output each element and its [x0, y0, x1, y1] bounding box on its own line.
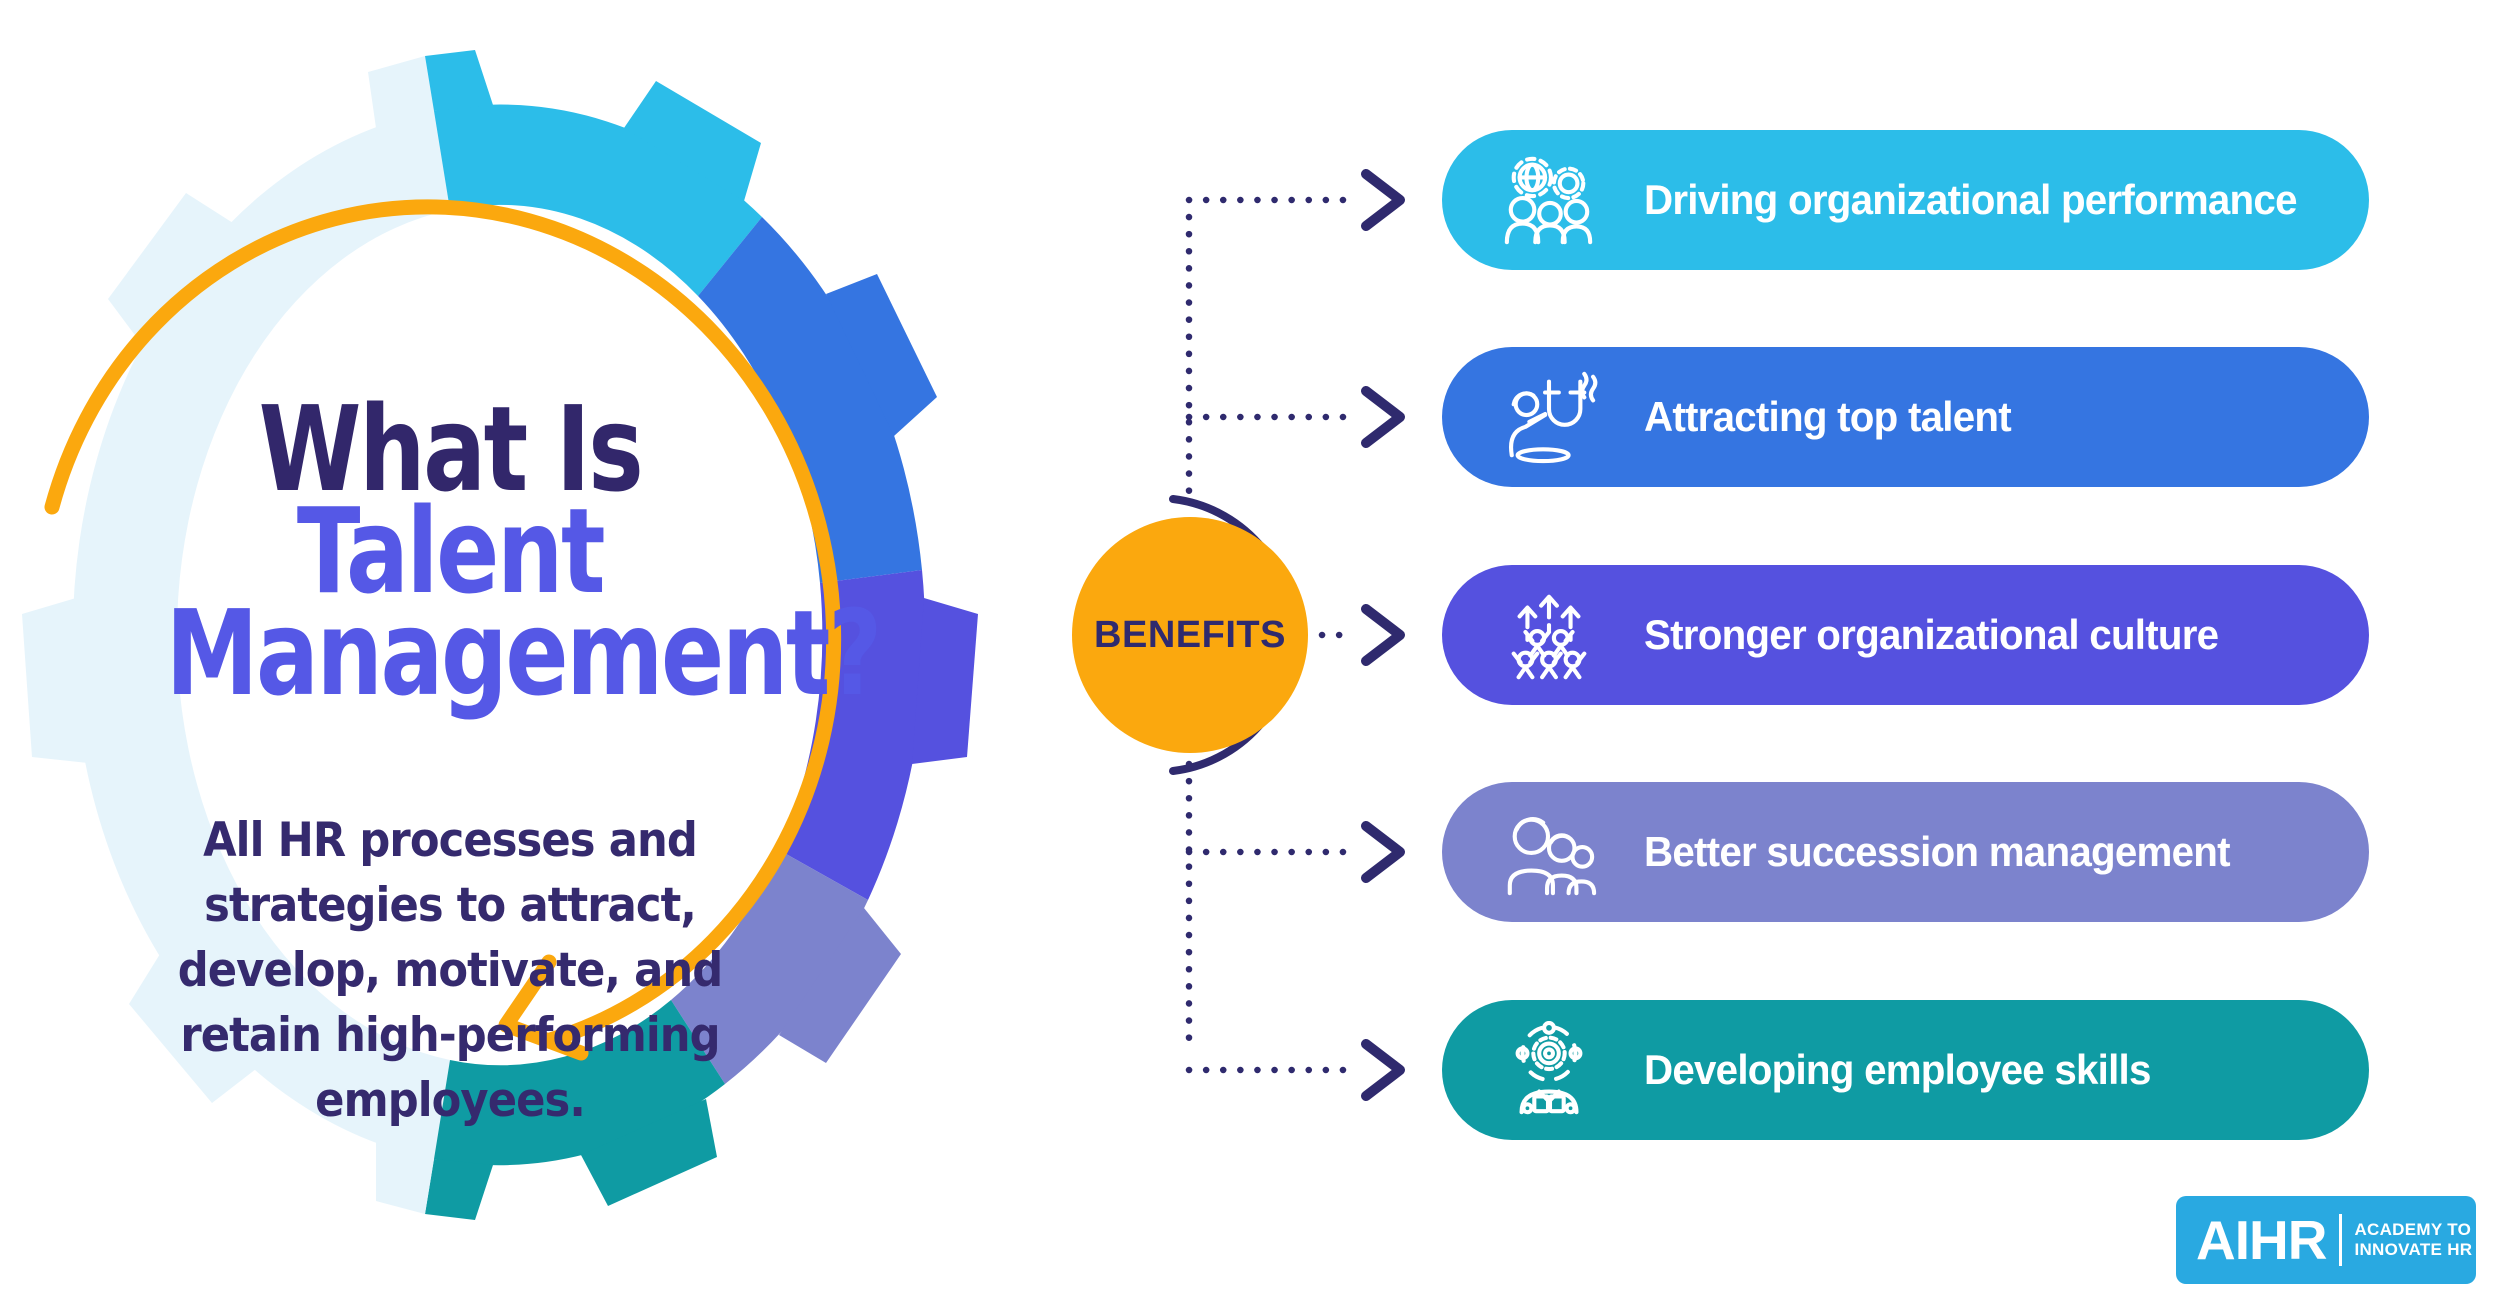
page-title-highlight-2: Management?	[165, 584, 883, 722]
benefits-hub-circle	[1072, 517, 1308, 753]
magnet-icon	[1500, 368, 1598, 466]
benefit-pill-performance: Driving organizational performance	[1442, 130, 2369, 270]
benefit-pill-attracting: Attracting top talent	[1442, 347, 2369, 487]
benefit-label: Attracting top talent	[1644, 393, 2012, 440]
page-title-highlight-1: Talent	[296, 482, 606, 620]
benefit-pill-skills: Developing employee skills	[1442, 1000, 2369, 1140]
title-block: What Is Talent Management? All HR proces…	[90, 380, 883, 1133]
benefit-label: Stronger organizational culture	[1644, 611, 2219, 658]
succession-people-icon	[1500, 803, 1598, 901]
page-title: What Is	[258, 380, 644, 518]
connector-arrow-icons	[1361, 169, 1405, 1101]
description-line: develop, motivate, and	[177, 943, 723, 998]
benefit-label: Driving organizational performance	[1644, 176, 2298, 223]
dotted-connectors	[1185, 196, 1360, 1074]
benefit-label: Better succession management	[1644, 828, 2231, 875]
benefits-hub-label: BENEFITS	[1094, 614, 1286, 656]
gear-person-icon	[1500, 1021, 1598, 1119]
description-line: All HR processes and	[203, 813, 698, 868]
aihr-logo: AIHR ACADEMY TO INNOVATE HR	[2176, 1196, 2476, 1284]
logo-brand-text: AIHR	[2196, 1209, 2327, 1271]
description-line: strategies to attract,	[204, 878, 697, 933]
benefit-label: Developing employee skills	[1644, 1046, 2151, 1093]
gear-ring	[22, 50, 978, 1220]
logo-tagline: ACADEMY TO INNOVATE HR	[2354, 1220, 2473, 1259]
benefit-pill-succession: Better succession management	[1442, 782, 2369, 922]
team-gears-icon	[1500, 151, 1598, 249]
people-growth-icon	[1500, 586, 1598, 684]
description-line: retain high-performing	[180, 1008, 720, 1063]
logo-divider	[2339, 1214, 2343, 1266]
title-description: All HR processes and strategies to attra…	[119, 808, 781, 1133]
description-line: employees.	[315, 1073, 586, 1128]
benefit-pill-culture: Stronger organizational culture	[1442, 565, 2369, 705]
cycle-arrow-icon	[44, 199, 842, 1061]
